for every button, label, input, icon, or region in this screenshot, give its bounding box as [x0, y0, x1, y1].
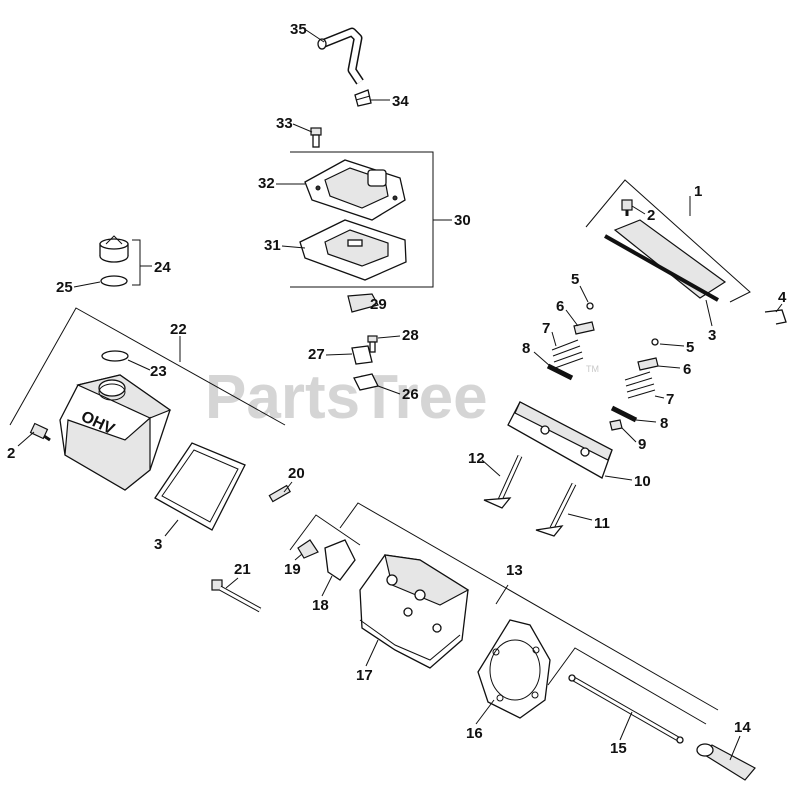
valve-11-part[interactable]: [535, 482, 577, 537]
bolt-2-right-part[interactable]: [621, 199, 633, 216]
callout-33: 33: [276, 115, 293, 132]
callout-9: 9: [638, 436, 646, 453]
callout-20: 20: [288, 465, 305, 482]
callout-29: 29: [370, 296, 387, 313]
callout-6-right: 6: [683, 361, 691, 378]
reed-valve-part[interactable]: [351, 345, 373, 365]
valve-12-part[interactable]: [483, 454, 523, 509]
callout-30: 30: [454, 212, 471, 229]
callout-16: 16: [466, 725, 483, 742]
callout-23: 23: [150, 363, 167, 380]
head-bolt-part[interactable]: [211, 579, 262, 613]
callout-4: 4: [778, 289, 787, 306]
callout-2-left: 2: [7, 445, 15, 462]
rocker-bracket-part[interactable]: [507, 401, 613, 479]
callout-5-left: 5: [571, 271, 579, 288]
callout-35: 35: [290, 21, 307, 38]
seal-8-right-part[interactable]: [610, 405, 638, 423]
callout-1: 1: [694, 183, 702, 200]
callout-19: 19: [284, 561, 301, 578]
callout-5-right: 5: [686, 339, 694, 356]
valve-spring-right-part[interactable]: [624, 371, 656, 399]
valve-spring-left-part[interactable]: [551, 339, 584, 369]
bracket-13: [339, 502, 719, 711]
keeper-5-left-part[interactable]: [586, 302, 594, 310]
retainer-6-left-part[interactable]: [573, 321, 595, 335]
callout-25: 25: [56, 279, 73, 296]
bracket-1: [585, 179, 751, 303]
valve-cover-part[interactable]: OHV: [59, 374, 172, 491]
push-rod-part[interactable]: [568, 674, 684, 744]
oil-fill-cap-part[interactable]: [99, 235, 129, 263]
callout-22: 22: [170, 321, 187, 338]
callout-15: 15: [610, 740, 627, 757]
callout-21: 21: [234, 561, 251, 578]
breather-tube-part[interactable]: [317, 27, 364, 85]
screw-28-part[interactable]: [367, 335, 378, 353]
callout-27: 27: [308, 346, 325, 363]
callout-18: 18: [312, 597, 329, 614]
callout-10: 10: [634, 473, 651, 490]
callout-2-right: 2: [647, 207, 655, 224]
breather-cover-part[interactable]: [304, 159, 406, 221]
bracket-part-4[interactable]: [764, 309, 787, 325]
bracket-15: [547, 647, 707, 725]
part-18[interactable]: [324, 539, 356, 581]
cylinder-head-part[interactable]: [359, 554, 470, 669]
valve-cover-gasket-part[interactable]: [154, 442, 246, 531]
callout-8-left: 8: [522, 340, 530, 357]
callout-3-left: 3: [154, 536, 162, 553]
callout-7-left: 7: [542, 320, 550, 337]
callout-17: 17: [356, 667, 373, 684]
callout-3-right: 3: [708, 327, 716, 344]
watermark: PartsTree: [205, 363, 488, 432]
o-ring-25-part[interactable]: [100, 275, 128, 287]
callout-8-right: 8: [660, 415, 668, 432]
head-gasket-part[interactable]: [477, 619, 551, 719]
bolt-2-left-part[interactable]: [29, 422, 51, 442]
callout-32: 32: [258, 175, 275, 192]
stud-20-part[interactable]: [268, 484, 291, 503]
callout-14: 14: [734, 719, 751, 736]
o-ring-23-part[interactable]: [101, 350, 129, 362]
callout-31: 31: [264, 237, 281, 254]
bracket-24: [132, 239, 141, 286]
callout-7-right: 7: [666, 391, 674, 408]
callout-28: 28: [402, 327, 419, 344]
keeper-5-right-part[interactable]: [651, 338, 659, 346]
callout-11: 11: [594, 515, 610, 532]
rocker-cover-part[interactable]: [604, 219, 727, 302]
cap-9-part[interactable]: [609, 419, 623, 431]
part-19[interactable]: [297, 539, 319, 559]
filter-element-part[interactable]: [347, 293, 379, 313]
seal-8-left-part[interactable]: [546, 363, 574, 381]
bracket-18-19: [289, 514, 361, 551]
callout-labels: 35 34 33 32 30 31 24 25 29 28 27 26 22 2…: [7, 21, 787, 761]
callout-13: 13: [506, 562, 523, 579]
callout-24: 24: [154, 259, 171, 276]
callout-12: 12: [468, 450, 485, 467]
hose-clamp-part[interactable]: [354, 89, 372, 107]
callout-34: 34: [392, 93, 409, 110]
callout-26: 26: [402, 386, 419, 403]
screw-33-part[interactable]: [310, 127, 322, 148]
tappet-part[interactable]: [696, 743, 756, 781]
watermark-tm: TM: [586, 364, 599, 374]
retainer-6-right-part[interactable]: [637, 357, 659, 371]
callout-6-left: 6: [556, 298, 564, 315]
breather-gasket-part[interactable]: [299, 219, 407, 281]
bracket-22: [9, 307, 286, 426]
